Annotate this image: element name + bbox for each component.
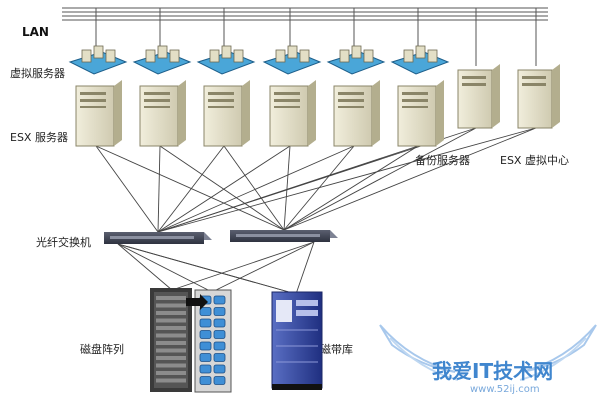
disk-slot: [213, 295, 226, 305]
disk-slot: [199, 330, 212, 339]
fiber-switch-left: [104, 232, 212, 244]
watermark-logo: 我爱IT技术网 www.52ij.com: [379, 324, 597, 395]
disk-slot: [199, 307, 212, 316]
esx-server-2: [132, 45, 192, 147]
vm-box: [299, 49, 310, 63]
vm-box: [351, 45, 362, 59]
rack-slot: [156, 318, 186, 323]
lan-label: LAN: [22, 25, 49, 39]
rack-slots: [156, 296, 186, 383]
vm-box: [169, 49, 180, 63]
disk-slot: [199, 318, 212, 328]
tape-library: [271, 291, 323, 390]
disk-slot: [213, 353, 226, 362]
esx-center-server: [517, 64, 560, 129]
esx-server-5: [326, 45, 386, 147]
vm-box: [105, 49, 116, 63]
vm-box: [145, 49, 156, 63]
rack-slot: [156, 311, 186, 315]
rack-slot: [156, 371, 186, 375]
disk-slot: [213, 330, 226, 339]
disk-array-label: 磁盘阵列: [80, 342, 124, 356]
backup-server-label: 备份服务器: [415, 153, 470, 167]
vm-box: [221, 45, 232, 59]
connection-lines: [95, 8, 537, 295]
rack-slot: [156, 341, 186, 345]
disk-array: [150, 288, 232, 393]
esx-server-1: [68, 45, 128, 147]
virtual-server-label: 虚拟服务器: [10, 66, 65, 80]
rack-slot: [156, 333, 186, 338]
disk-slot: [199, 364, 212, 374]
esx-server-label: ESX 服务器: [10, 131, 68, 144]
vm-box: [339, 49, 350, 63]
vm-box: [403, 49, 414, 63]
esx-server-4: [262, 45, 322, 147]
watermark-url: www.52ij.com: [470, 384, 540, 395]
tape-library-label: 磁带库: [320, 343, 353, 356]
rack-slot: [156, 303, 186, 308]
rack-slot: [156, 363, 186, 368]
vm-box: [157, 45, 168, 59]
disk-slot: [213, 364, 226, 374]
vm-box: [209, 49, 220, 63]
disk-slot: [199, 353, 212, 362]
disk-slot: [213, 318, 226, 328]
vm-box: [233, 49, 244, 63]
rack-slot: [156, 356, 186, 360]
disk-slot: [213, 376, 226, 385]
rack-slot: [156, 348, 186, 353]
fiber-switch-label: 光纤交换机: [36, 235, 91, 249]
vm-box: [81, 49, 92, 63]
rack-slot: [156, 326, 186, 330]
esx-server-3: [196, 45, 256, 147]
vm-box: [427, 49, 438, 63]
vm-box: [415, 45, 426, 59]
backup-server: [457, 64, 500, 129]
esx-center-label: ESX 虚拟中心: [500, 153, 569, 167]
lan-bus: [62, 7, 548, 21]
disk-slot: [213, 307, 226, 316]
vm-box: [287, 45, 298, 59]
disk-slot: [199, 376, 212, 385]
vm-box: [275, 49, 286, 63]
vm-box: [93, 45, 104, 59]
rack-slot: [156, 378, 186, 383]
server-row: [68, 45, 560, 147]
fiber-switch-right: [230, 230, 338, 242]
disk-slot: [199, 341, 212, 351]
disk-slot: [213, 341, 226, 351]
vm-box: [363, 49, 374, 63]
rack-slot: [156, 296, 186, 300]
esx-server-6: [390, 45, 450, 147]
watermark-text: 我爱IT技术网: [432, 359, 553, 383]
